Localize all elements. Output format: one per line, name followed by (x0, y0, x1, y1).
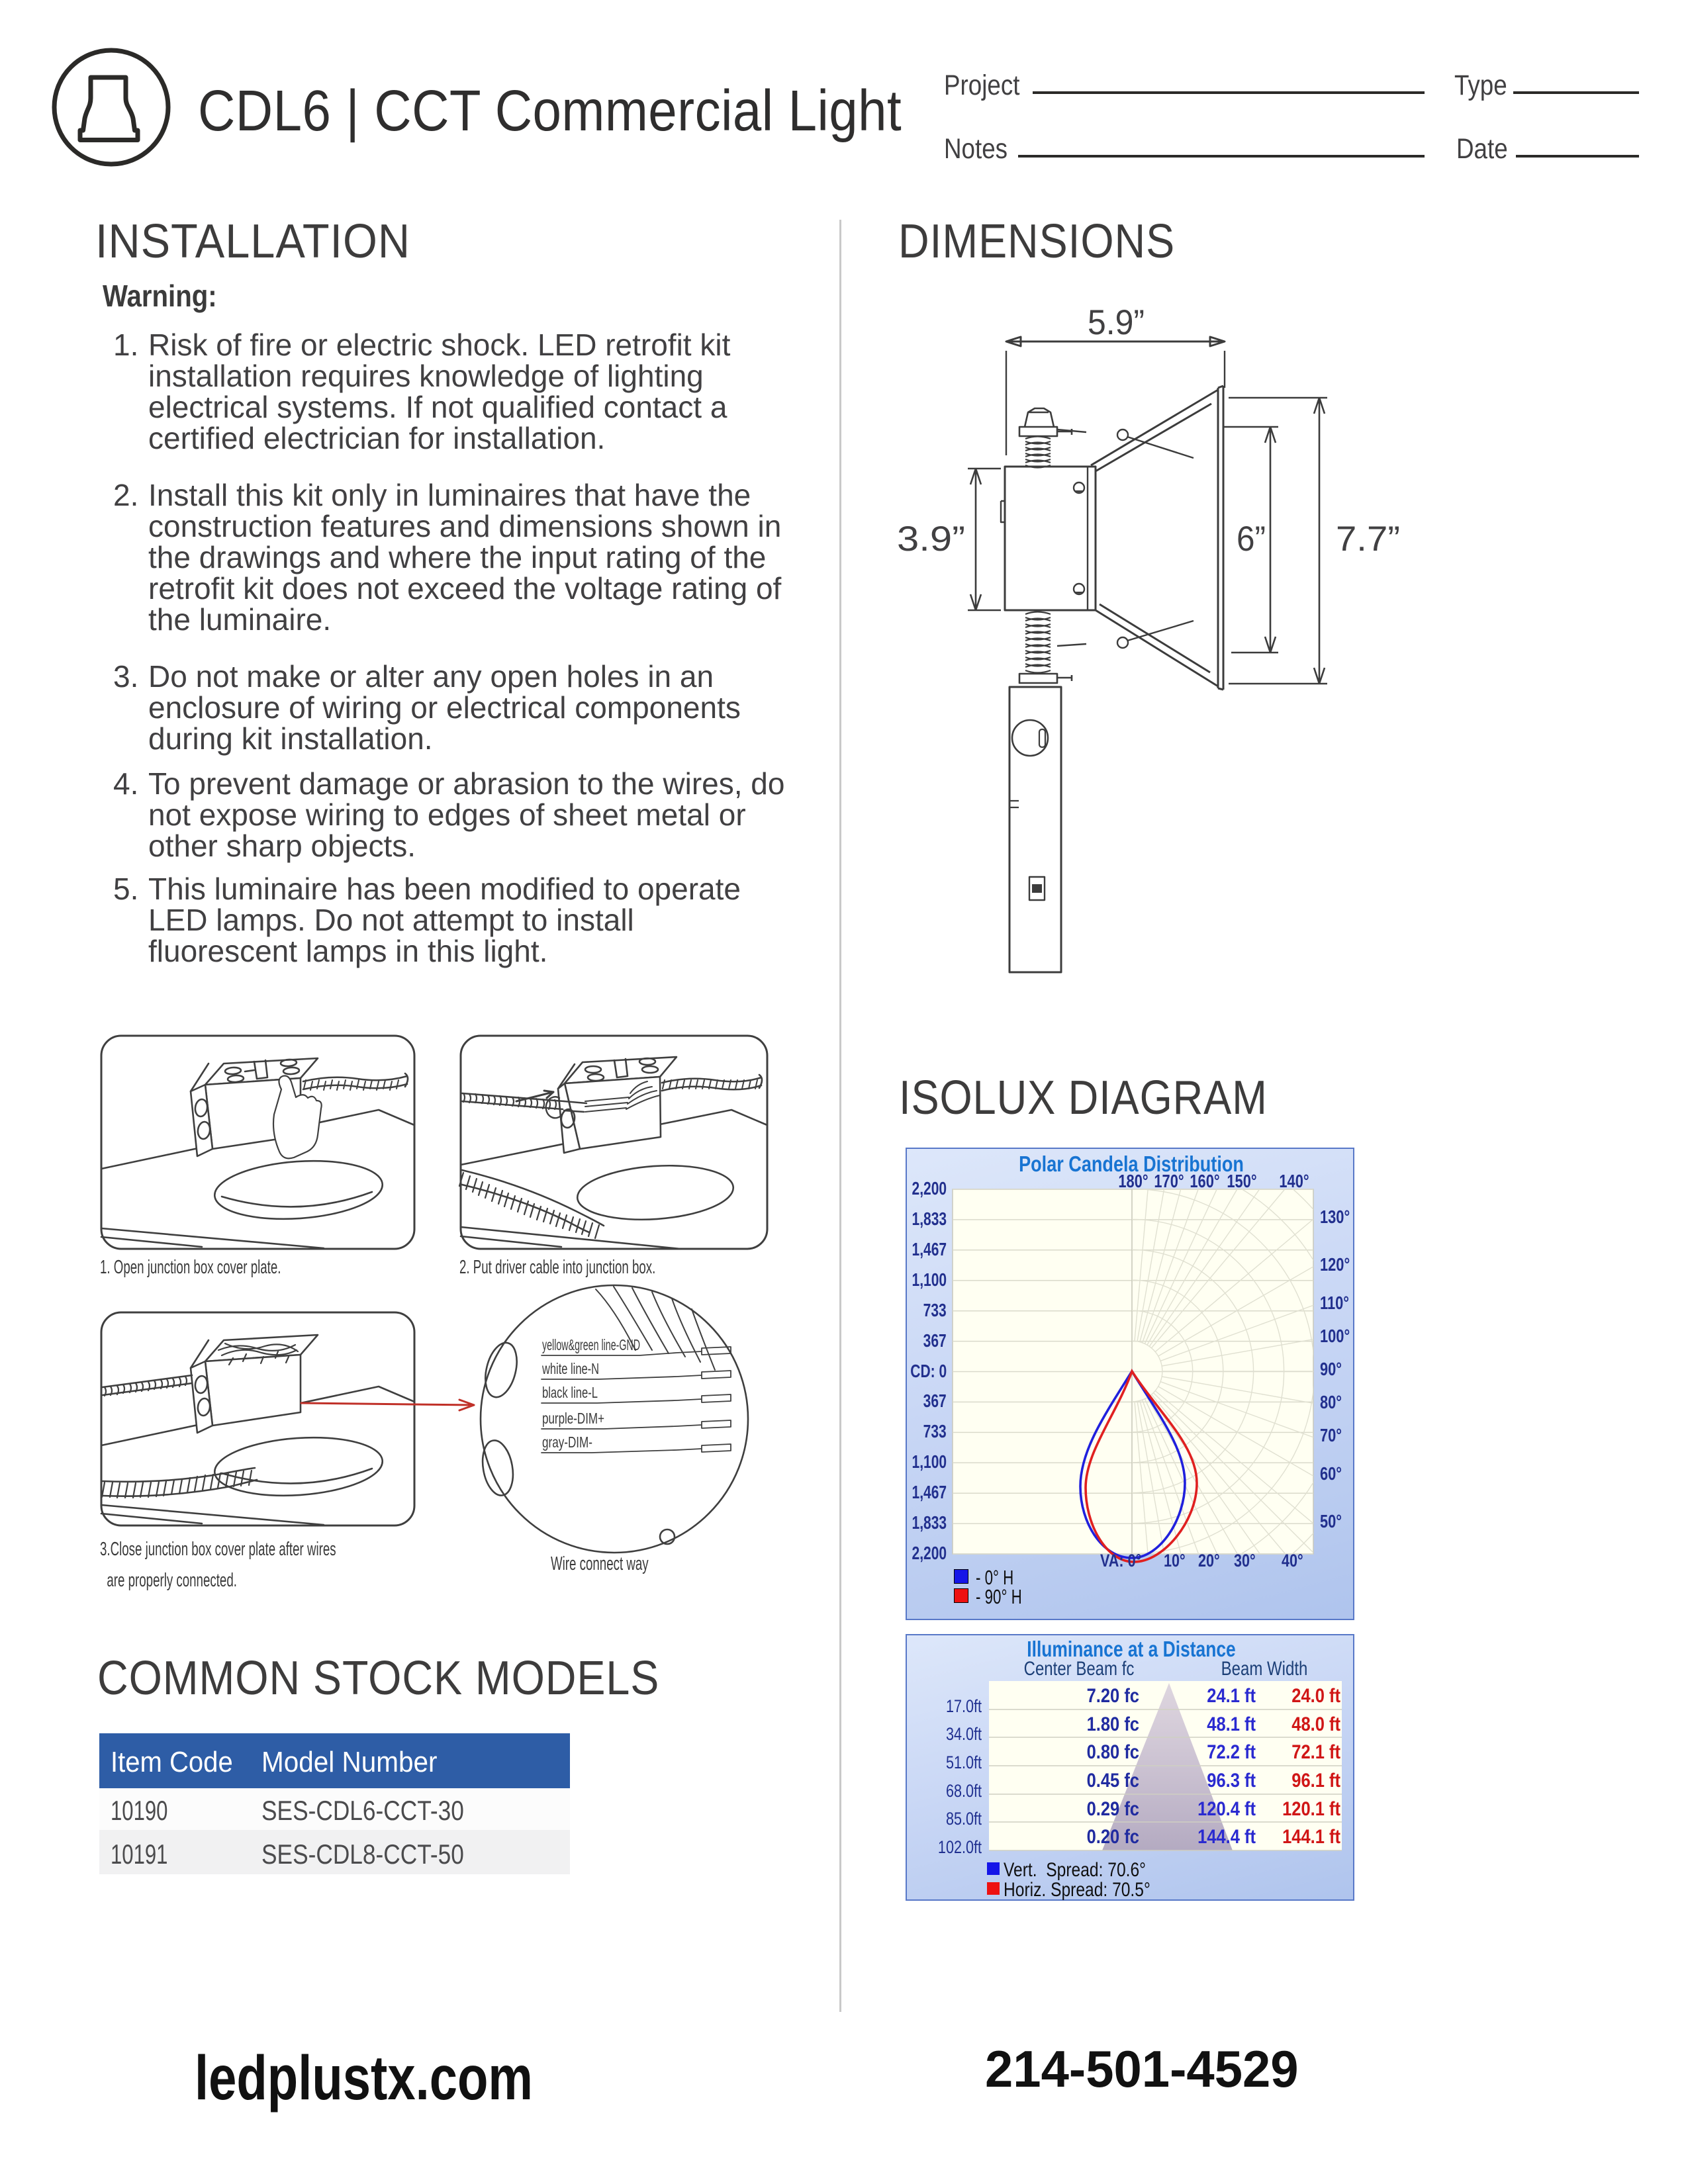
svg-text:yellow&green line-GND: yellow&green line-GND (542, 1336, 640, 1353)
svg-text:white line-N: white line-N (541, 1360, 599, 1377)
svg-text:3.9”: 3.9” (897, 520, 965, 559)
svg-text:7.7”: 7.7” (1336, 520, 1400, 559)
svg-text:gray-DIM-: gray-DIM- (542, 1433, 592, 1451)
svg-text:5.9”: 5.9” (1088, 303, 1145, 342)
svg-text:purple-DIM+: purple-DIM+ (542, 1410, 604, 1427)
svg-text:6”: 6” (1237, 520, 1266, 559)
svg-text:black line-L: black line-L (542, 1384, 598, 1401)
